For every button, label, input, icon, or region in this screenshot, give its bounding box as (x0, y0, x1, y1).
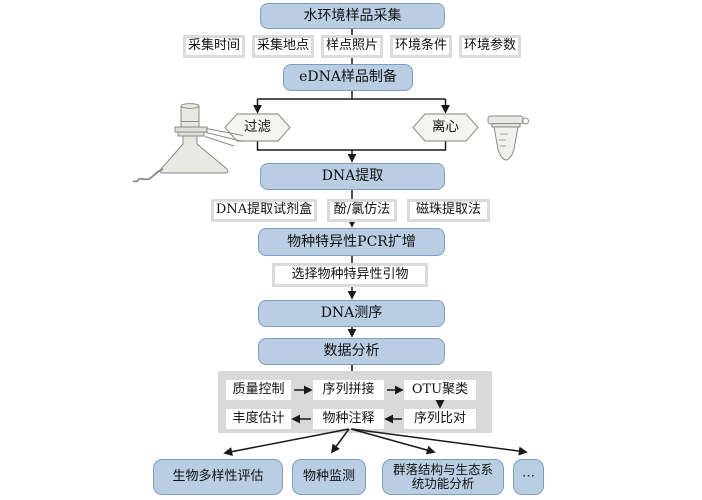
node-dna-extraction: DNA提取 (260, 163, 445, 190)
tag-extraction-kit: DNA提取试剂盒 (211, 199, 317, 222)
node-water-sample-collection: 水环境样品采集 (260, 3, 445, 29)
node-edna-sample-preparation: eDNA样品制备 (283, 64, 413, 91)
tag-environment-parameter: 环境参数 (459, 35, 521, 58)
node-species-specific-pcr: 物种特异性PCR扩增 (258, 228, 445, 256)
hex-label-filter: 过滤 (244, 118, 271, 135)
tag-collection-site: 采集地点 (252, 35, 314, 58)
app-species-monitoring: 物种监测 (292, 459, 366, 495)
app-biodiversity-assessment: 生物多样性评估 (153, 459, 283, 495)
node-data-analysis: 数据分析 (258, 338, 445, 365)
centrifuge-tube-icon (487, 115, 529, 161)
tag-collection-time: 采集时间 (183, 35, 245, 58)
tag-environment-condition: 环境条件 (390, 35, 452, 58)
step-otu-clustering: OTU聚类 (404, 380, 476, 400)
step-quality-control: 质量控制 (226, 380, 291, 400)
node-dna-sequencing: DNA测序 (258, 300, 445, 327)
step-abundance-estimation: 丰度估计 (226, 409, 291, 429)
tag-site-photo: 样点照片 (321, 35, 383, 58)
app-ellipsis: ⋯ (513, 459, 544, 495)
tag-primer-selection: 选择物种特异性引物 (272, 263, 428, 287)
step-sequence-alignment: 序列比对 (404, 409, 476, 429)
app-community-structure-function: 群落结构与生态系统功能分析 (382, 459, 504, 495)
tag-magnetic-bead: 磁珠提取法 (407, 199, 490, 222)
hex-label-centrifuge: 离心 (432, 118, 459, 135)
tag-phenol-chloroform: 酚/氯仿法 (327, 199, 397, 222)
step-sequence-assembly: 序列拼接 (313, 380, 384, 400)
step-species-annotation: 物种注释 (313, 409, 384, 429)
